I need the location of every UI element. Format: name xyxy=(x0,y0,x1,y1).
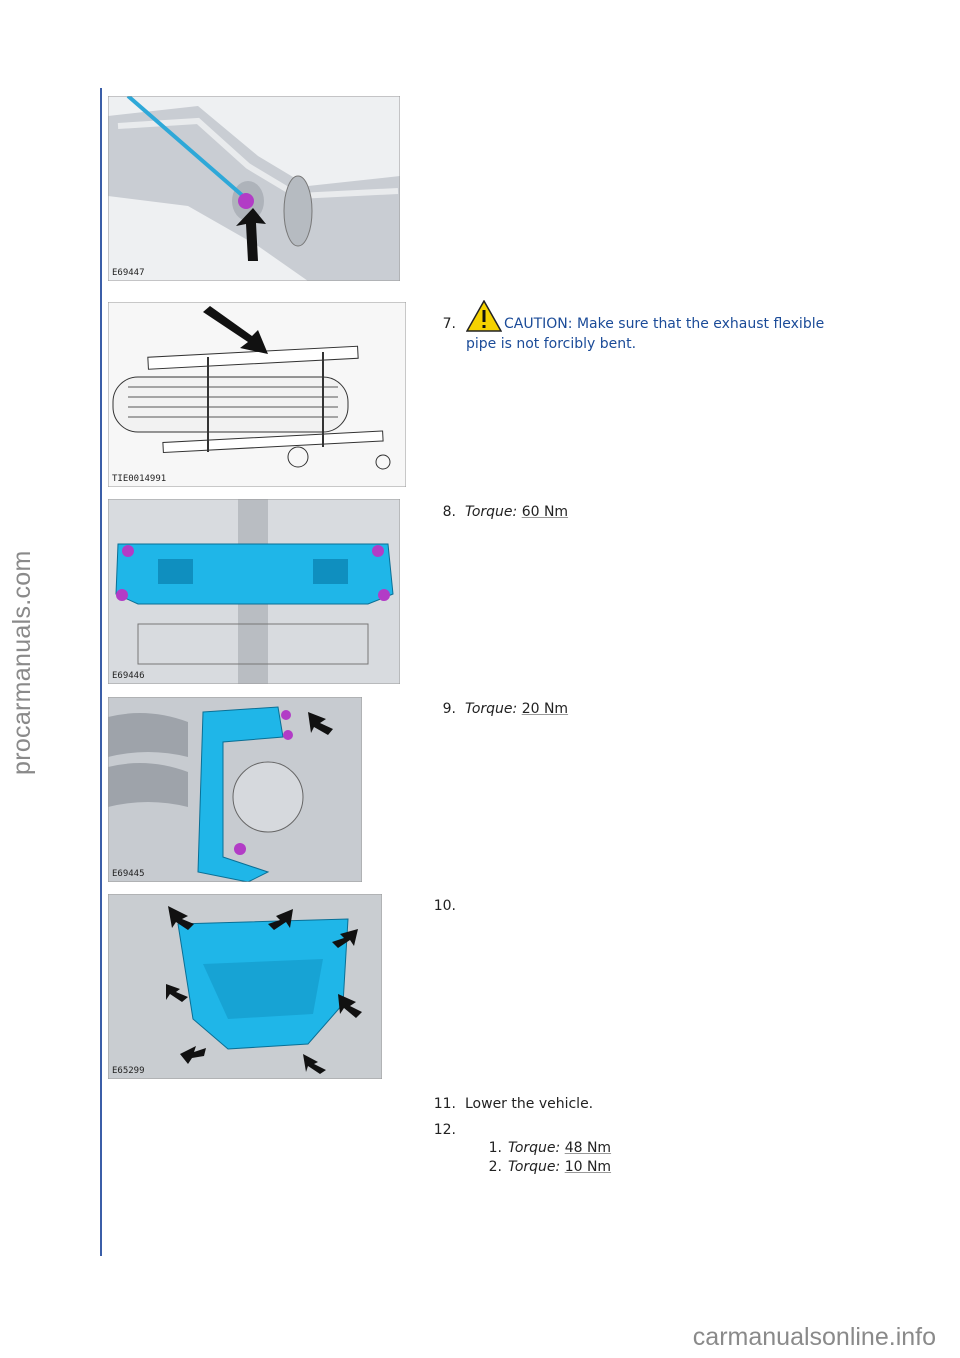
step-number: 8. xyxy=(442,504,456,520)
step-12-item-1: 1. Torque: 48 Nm xyxy=(480,1138,611,1158)
figure-label: E69445 xyxy=(112,869,145,879)
step-12: 12. xyxy=(432,1120,492,1140)
step-7: 7. CAUTION: Make sure that the exhaust f… xyxy=(432,299,872,358)
torque-value: 10 Nm xyxy=(564,1159,612,1175)
torque-label: Torque: xyxy=(508,1140,561,1156)
torque-value: 60 Nm xyxy=(521,504,569,520)
step-11: 11. Lower the vehicle. xyxy=(432,1094,732,1114)
step-9: 9. Torque: 20 Nm xyxy=(432,699,732,719)
margin-rule xyxy=(100,88,102,1256)
step-number: 7. xyxy=(442,316,456,332)
torque-label: Torque: xyxy=(465,504,518,520)
figure-label: TIE0014991 xyxy=(112,474,167,484)
step-number: 11. xyxy=(433,1096,456,1112)
figure-label: E69446 xyxy=(112,671,145,681)
figure-label: E69447 xyxy=(112,268,145,278)
sub-number: 2. xyxy=(488,1159,502,1175)
figure-exhaust-pipe: E69447 xyxy=(108,96,400,281)
step-12-item-2: 2. Torque: 10 Nm xyxy=(480,1157,611,1177)
figure-splash-shield: E65299 xyxy=(108,894,382,1079)
sub-number: 1. xyxy=(488,1140,502,1156)
torque-label: Torque: xyxy=(465,701,518,717)
figure-label: E65299 xyxy=(112,1066,145,1076)
torque-value: 48 Nm xyxy=(564,1140,612,1156)
caution-line-1: CAUTION: Make sure that the exhaust flex… xyxy=(504,316,825,332)
step-text: Lower the vehicle. xyxy=(465,1096,594,1112)
step-number: 9. xyxy=(442,701,456,717)
watermark-procarmanuals: procarmanuals.com xyxy=(8,550,36,775)
figure-flexible-pipe: TIE0014991 xyxy=(108,302,406,487)
step-number: 12. xyxy=(433,1122,456,1138)
warning-icon xyxy=(465,299,503,338)
watermark-carmanualsonline: carmanualsonline.info xyxy=(692,1323,936,1351)
step-10: 10. xyxy=(432,896,492,916)
caution-line-2: pipe is not forcibly bent. xyxy=(466,336,637,352)
figure-crossmember: E69446 xyxy=(108,499,400,684)
torque-label: Torque: xyxy=(508,1159,561,1175)
step-8: 8. Torque: 60 Nm xyxy=(432,502,732,522)
step-number: 10. xyxy=(433,898,456,914)
figure-heat-shield: E69445 xyxy=(108,697,362,882)
torque-value: 20 Nm xyxy=(521,701,569,717)
